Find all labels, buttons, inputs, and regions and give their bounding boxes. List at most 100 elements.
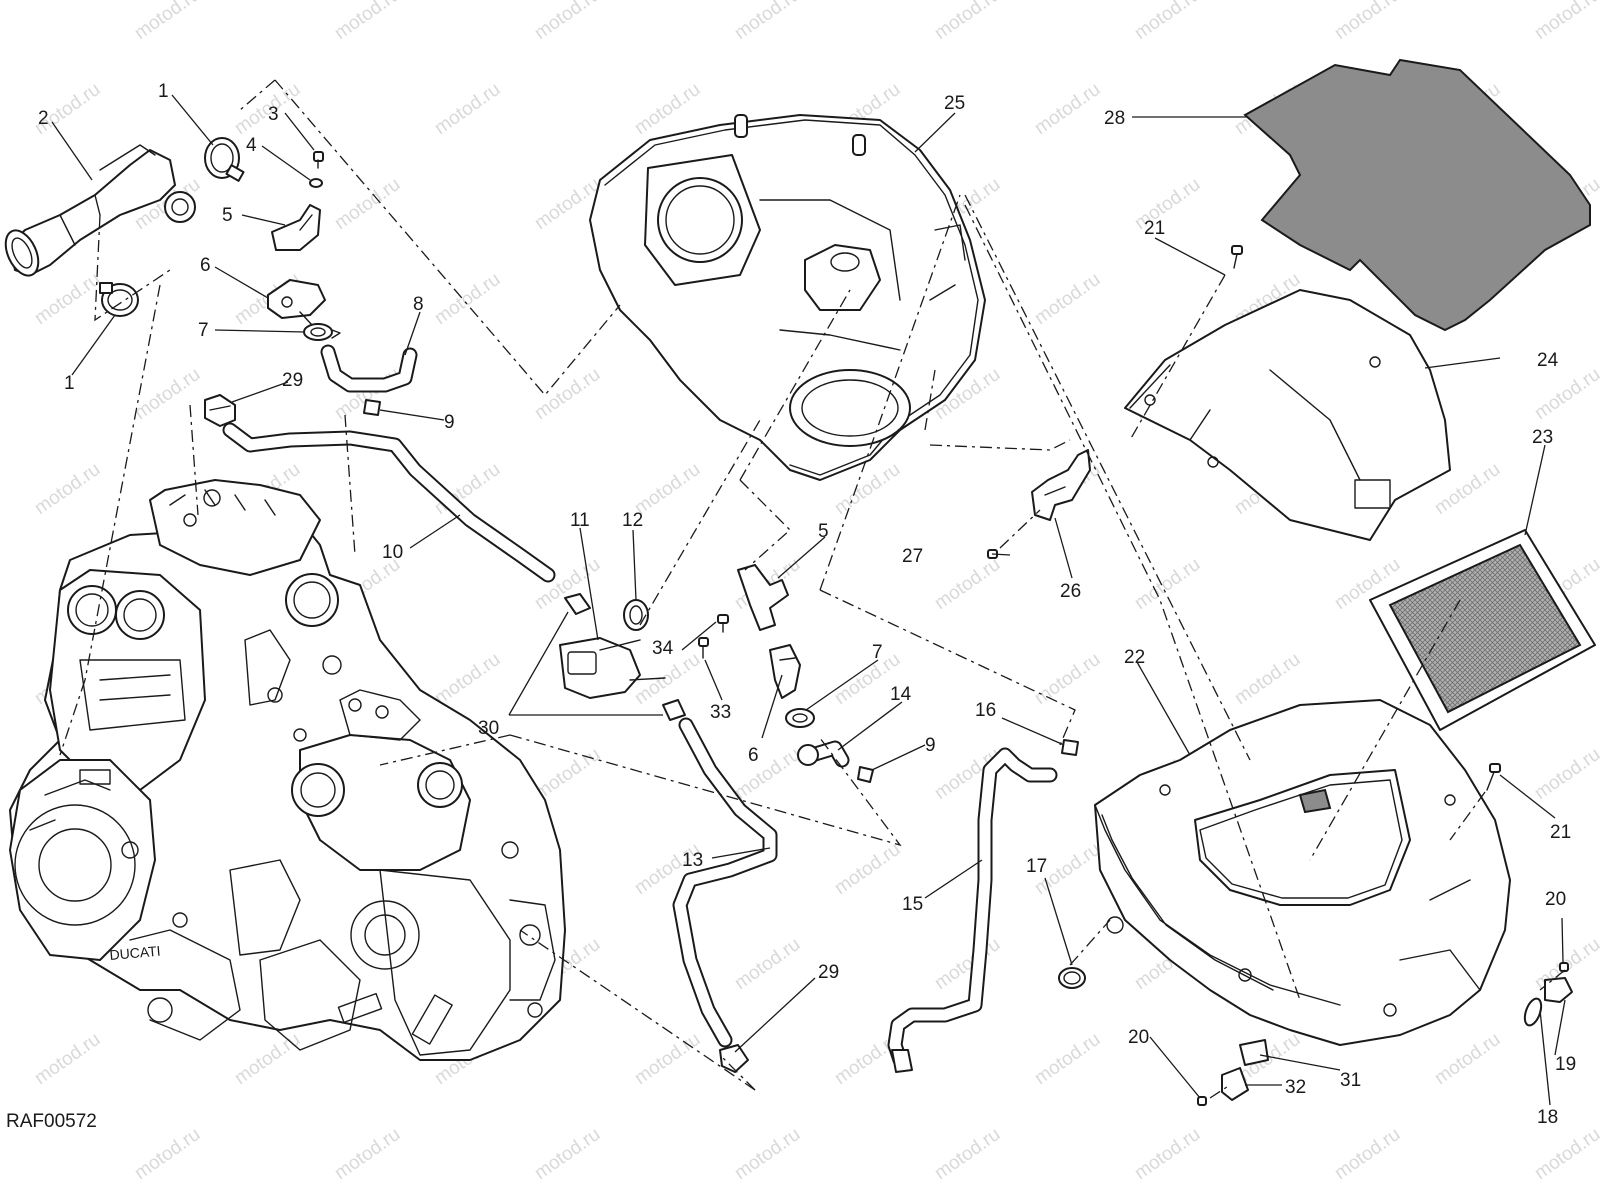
diagram-code: RAF00572 xyxy=(6,1111,97,1132)
watermark-text: motod.ru xyxy=(131,1124,204,1184)
screw-part-33 xyxy=(698,637,709,659)
watermark-text: motod.ru xyxy=(531,0,604,44)
foam-pad-part-28 xyxy=(1243,58,1591,332)
callout-9-upper: 9 xyxy=(444,412,455,433)
watermark-text: motod.ru xyxy=(731,0,804,44)
callout-6-centre: 6 xyxy=(748,745,759,766)
watermark-text: motod.ru xyxy=(431,269,504,329)
hose-part-10 xyxy=(222,422,556,583)
screw-part-21-lower xyxy=(1486,763,1501,791)
callout-1-upper: 1 xyxy=(158,81,169,102)
watermark-text: motod.ru xyxy=(1131,554,1204,614)
callout-25: 25 xyxy=(944,93,965,114)
airbox-part-22 xyxy=(1094,699,1511,1046)
washer-part-4 xyxy=(309,178,323,188)
callout-26: 26 xyxy=(1060,581,1081,602)
fitting-part-29-upper xyxy=(204,394,236,427)
callout-19: 19 xyxy=(1555,1054,1576,1075)
watermark-text: motod.ru xyxy=(1531,1124,1600,1184)
assembly-lines xyxy=(59,79,1566,1099)
callout-4: 4 xyxy=(246,135,257,156)
watermark-text: motod.ru xyxy=(331,1124,404,1184)
callout-7-centre: 7 xyxy=(872,642,883,663)
callout-13: 13 xyxy=(682,850,703,871)
callout-2: 2 xyxy=(38,108,49,129)
watermark-text: motod.ru xyxy=(1131,0,1204,44)
watermark-text: motod.ru xyxy=(531,1124,604,1184)
callout-14: 14 xyxy=(890,684,912,705)
bracket-part-5-centre xyxy=(737,564,789,631)
screw-part-20-right xyxy=(1559,962,1569,972)
watermark-text: motod.ru xyxy=(1531,0,1600,44)
watermark-text: motod.ru xyxy=(1331,1124,1404,1184)
watermark-text: motod.ru xyxy=(631,1029,704,1089)
callout-10: 10 xyxy=(382,542,403,563)
oring-part-17 xyxy=(1058,967,1086,989)
watermark-text: motod.ru xyxy=(931,0,1004,44)
callout-8: 8 xyxy=(413,294,424,315)
watermark-text: motod.ru xyxy=(0,1124,4,1184)
hose-part-14 xyxy=(797,740,850,768)
callout-33: 33 xyxy=(710,702,731,723)
watermark-text: motod.ru xyxy=(1531,744,1600,804)
hose-part-8 xyxy=(320,344,418,393)
watermark-text: motod.ru xyxy=(1131,1124,1204,1184)
callout-5-left: 5 xyxy=(222,205,233,226)
watermark-text: motod.ru xyxy=(31,1029,104,1089)
air-filter-part-23 xyxy=(1369,529,1596,731)
sensor-part-6-left xyxy=(267,279,326,326)
airbox-lid-part-25 xyxy=(589,114,986,481)
watermark-text: motod.ru xyxy=(331,0,404,44)
bracket-part-32 xyxy=(1221,1067,1249,1101)
callout-3: 3 xyxy=(268,104,279,125)
svg-text:DUCATI: DUCATI xyxy=(109,943,161,963)
watermark-text: motod.ru xyxy=(0,744,4,804)
intake-duct-part-2 xyxy=(4,144,196,277)
fitting-part-16 xyxy=(1061,739,1079,756)
watermark-text: motod.ru xyxy=(931,934,1004,994)
watermark-text: motod.ru xyxy=(1131,174,1204,234)
callout-34: 34 xyxy=(652,638,674,659)
watermark-text: motod.ru xyxy=(1531,364,1600,424)
watermark-text: motod.ru xyxy=(731,934,804,994)
sensor-unit-part-11 xyxy=(559,637,666,699)
callout-21-lower: 21 xyxy=(1550,822,1571,843)
watermark-text: motod.ru xyxy=(431,649,504,709)
screw-part-21-upper xyxy=(1231,245,1243,269)
watermark-text: motod.ru xyxy=(1031,1029,1104,1089)
callout-22: 22 xyxy=(1124,647,1145,668)
clamp-part-18 xyxy=(1523,997,1543,1027)
watermark-text: motod.ru xyxy=(31,269,104,329)
callout-12: 12 xyxy=(622,510,643,531)
callout-1-lower: 1 xyxy=(64,373,75,394)
watermark-text: motod.ru xyxy=(131,0,204,44)
callout-24: 24 xyxy=(1537,350,1559,371)
callout-27: 27 xyxy=(902,546,923,567)
watermark-text: motod.ru xyxy=(0,0,4,44)
watermark-text: motod.ru xyxy=(1031,79,1104,139)
callout-29-lower: 29 xyxy=(818,962,839,983)
cover-part-24 xyxy=(1124,289,1451,541)
callout-31: 31 xyxy=(1340,1070,1361,1091)
hose-clamp-part-1-upper xyxy=(204,137,245,182)
hose-part-15 xyxy=(887,747,1058,1073)
watermark-text: motod.ru xyxy=(131,364,204,424)
fitting-part-30-lower xyxy=(662,699,686,721)
sensor-part-6-centre xyxy=(769,644,801,699)
callout-16: 16 xyxy=(975,700,996,721)
screw-part-34 xyxy=(717,614,729,633)
bracket-part-5-left xyxy=(271,204,321,251)
fitting-part-30-upper xyxy=(564,593,591,615)
watermark-text: motod.ru xyxy=(331,174,404,234)
screw-part-20-left xyxy=(1197,1096,1207,1106)
watermark-text: motod.ru xyxy=(1031,649,1104,709)
watermark-text: motod.ru xyxy=(1231,649,1304,709)
watermark-text: motod.ru xyxy=(0,554,4,614)
watermark-text: motod.ru xyxy=(31,459,104,519)
watermark-text: motod.ru xyxy=(831,839,904,899)
callout-6-left: 6 xyxy=(200,255,211,276)
grommet-part-31 xyxy=(1239,1039,1269,1066)
drain-plug-part-19 xyxy=(1544,977,1573,1003)
watermark-text: motod.ru xyxy=(931,1124,1004,1184)
